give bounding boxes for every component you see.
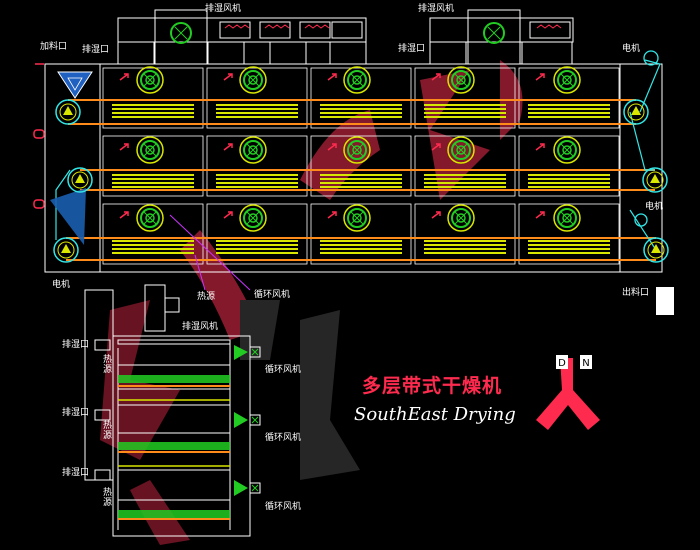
- label-motor-right: 电机: [645, 202, 664, 212]
- label-outlet: 出料口: [622, 288, 650, 298]
- label-exhaust-fan-1: 排湿风机: [205, 4, 242, 14]
- watermark: [100, 60, 523, 545]
- label-heat-side-1: 热源: [103, 355, 113, 375]
- label-circ-fan-2: 循环风机: [265, 433, 302, 443]
- side-fans: [234, 345, 261, 496]
- label-exhaust-side-3: 排湿口: [62, 468, 90, 478]
- label-heat-side-2: 热源: [103, 421, 113, 441]
- label-motor-top: 电机: [622, 44, 641, 54]
- label-exhaust-fan-side: 排湿风机: [182, 322, 219, 332]
- motor-pulley-top: [643, 50, 659, 66]
- label-exhaust-port-2: 排湿口: [398, 44, 426, 54]
- label-exhaust-port-1: 排湿口: [82, 45, 110, 55]
- label-feed-inlet: 加料口: [40, 42, 68, 52]
- label-heat-exchanger: 热源: [197, 292, 216, 302]
- feed-hopper: [57, 71, 93, 99]
- duct-zigzags: [224, 24, 562, 29]
- leader-line: [169, 214, 251, 291]
- label-exhaust-side-1: 排湿口: [62, 340, 90, 350]
- chamber-grid: [102, 67, 620, 265]
- label-circ-fan-1: 循环风机: [265, 365, 302, 375]
- side-layers: [117, 339, 231, 520]
- label-circ-fan-3: 循环风机: [265, 502, 302, 512]
- logo-letter-n: N: [582, 358, 589, 369]
- title-chinese: 多层带式干燥机: [362, 375, 503, 397]
- drying-chamber: [99, 63, 621, 273]
- leader-line-2: [194, 254, 206, 291]
- label-exhaust-fan-2: 排湿风机: [418, 4, 455, 14]
- exhaust-duct-right: [429, 9, 574, 65]
- conveyor-belts: [66, 99, 656, 261]
- motor-pulley-bottom: [634, 213, 648, 227]
- label-exhaust-side-2: 排湿口: [62, 408, 90, 418]
- title-english: SouthEast Drying: [354, 404, 516, 425]
- exhaust-duct-left: [117, 9, 367, 65]
- side-ports: [33, 63, 45, 209]
- label-motor-left: 电机: [52, 280, 71, 290]
- label-circ-fan-main: 循环风机: [254, 290, 291, 300]
- label-heat-side-3: 热源: [103, 488, 113, 508]
- outlet-box: [656, 287, 674, 315]
- brand-logo: D N: [536, 355, 600, 430]
- transfer-chute: [50, 188, 86, 245]
- logo-letter-d: D: [558, 358, 566, 369]
- exhaust-fan-icons: [170, 22, 505, 44]
